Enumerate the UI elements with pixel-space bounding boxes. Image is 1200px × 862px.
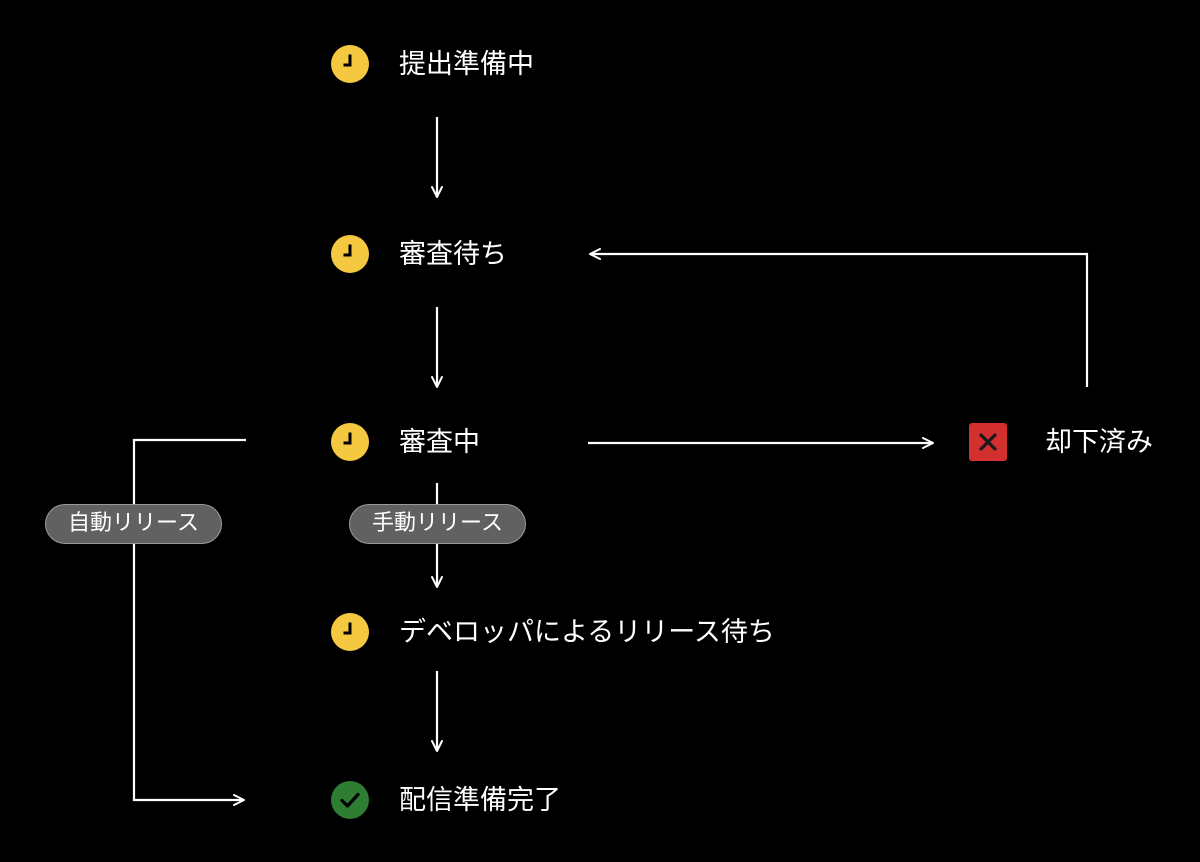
arrow-rejected-to-waiting bbox=[589, 248, 1089, 387]
node-prepare: 提出準備中 bbox=[331, 44, 534, 84]
node-waiting-dev-release: デベロッパによるリリース待ち bbox=[331, 612, 775, 652]
node-label: 配信準備完了 bbox=[399, 784, 561, 816]
node-label: デベロッパによるリリース待ち bbox=[399, 616, 775, 648]
node-rejected: 却下済み bbox=[969, 422, 1153, 462]
node-label: 審査中 bbox=[399, 426, 480, 458]
node-waiting-review: 審査待ち bbox=[331, 234, 507, 274]
auto-release-text: 自動リリース bbox=[68, 511, 199, 536]
x-mark-icon bbox=[969, 423, 1007, 461]
manual-release-label: 手動リリース bbox=[349, 504, 526, 544]
node-in-review: 審査中 bbox=[331, 422, 480, 462]
auto-release-label: 自動リリース bbox=[45, 504, 222, 544]
node-label: 却下済み bbox=[1045, 426, 1153, 458]
checkmark-icon bbox=[331, 781, 369, 819]
manual-release-text: 手動リリース bbox=[372, 511, 503, 536]
node-label: 提出準備中 bbox=[399, 48, 534, 80]
node-ready: 配信準備完了 bbox=[331, 780, 561, 820]
clock-icon bbox=[331, 613, 369, 651]
clock-icon bbox=[331, 45, 369, 83]
arrow-auto-release bbox=[132, 438, 246, 806]
clock-icon bbox=[331, 423, 369, 461]
clock-icon bbox=[331, 235, 369, 273]
node-label: 審査待ち bbox=[399, 238, 507, 270]
